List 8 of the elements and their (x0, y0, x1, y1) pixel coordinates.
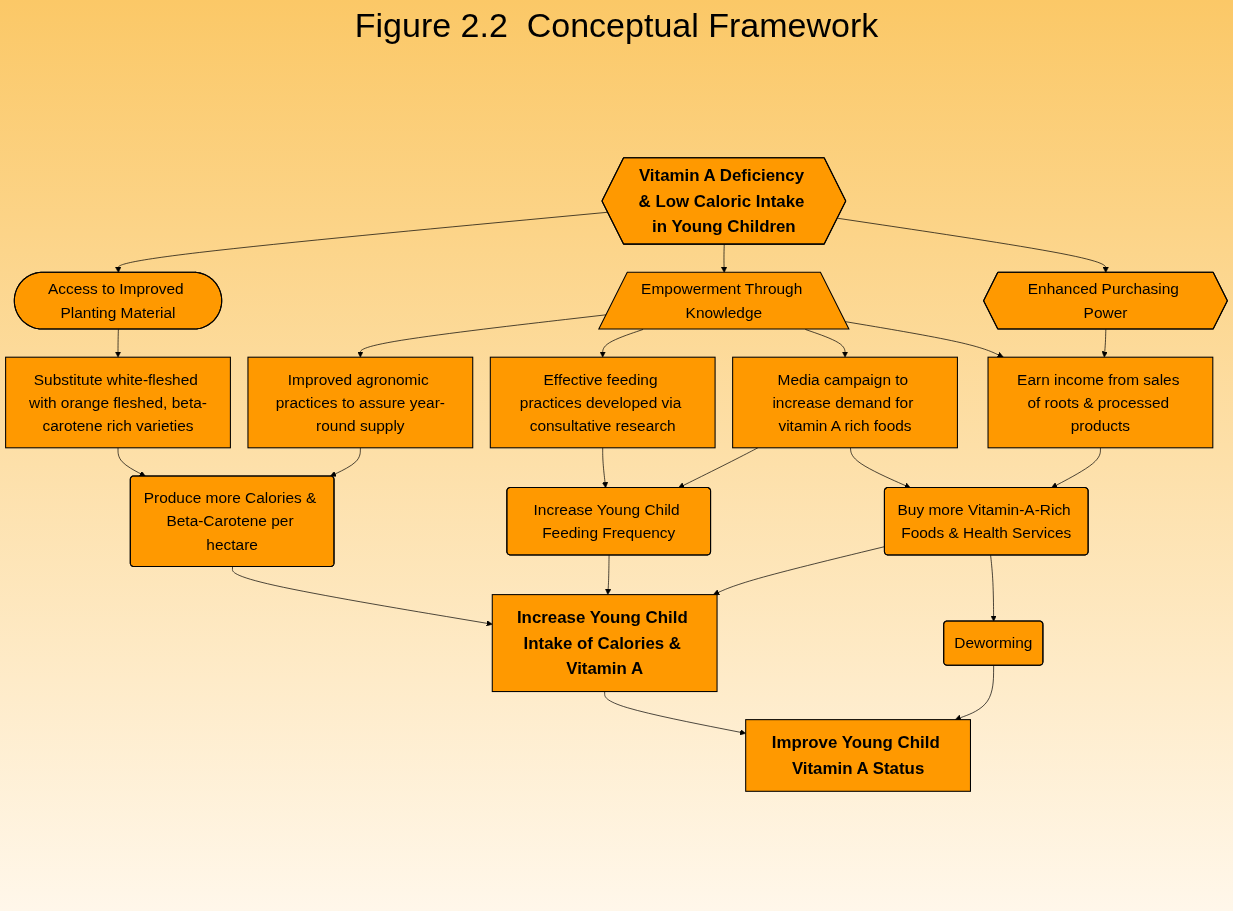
node-box: Media campaign to increase demand for vitamin A rich foods (732, 356, 958, 449)
node-box: Increase Young Child Intake of Calories & Vitamin A (491, 594, 718, 693)
node-box: Substitute white-fleshed with orange fleshed, beta-carotene rich varieties (5, 356, 231, 449)
node-box: Improve Young Child Vitamin A Status (745, 719, 971, 792)
node-box: Effective feeding practices developed via consultative research (489, 356, 716, 449)
node-box: Improved agronomic practices to assure year-round supply (247, 356, 474, 449)
figure-title: Figure 2.2 Conceptual Framework (353, 6, 880, 45)
node-box: Earn income from sales of roots & processed products (987, 356, 1214, 449)
